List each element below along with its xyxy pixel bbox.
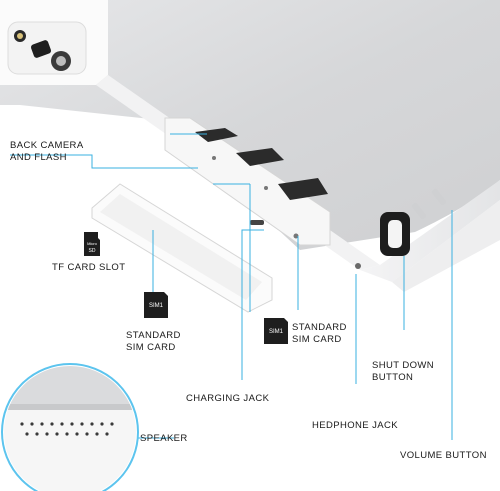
label-shut-down-button: SHUT DOWN BUTTON bbox=[372, 360, 435, 383]
svg-text:SIM1: SIM1 bbox=[269, 329, 284, 335]
sim-card-icon-right: SIM1 bbox=[264, 318, 288, 344]
label-standard-sim-right: STANDARD SIM CARD bbox=[292, 322, 347, 345]
micro-sd-card-icon: Micro SD bbox=[84, 232, 100, 256]
headphone-jack bbox=[355, 263, 361, 269]
label-charging-jack: CHARGING JACK bbox=[186, 393, 270, 404]
power-button bbox=[388, 220, 402, 248]
sim-slot-1 bbox=[236, 148, 284, 166]
label-hedphone-jack: HEDPHONE JACK bbox=[312, 420, 398, 431]
svg-text:SIM1: SIM1 bbox=[149, 303, 164, 309]
label-back-camera: BACK CAMERA AND FLASH bbox=[10, 140, 84, 163]
sim-slot-2 bbox=[278, 178, 328, 200]
label-speaker: SPEAKER bbox=[140, 433, 188, 444]
tablet-side-edge bbox=[360, 180, 500, 282]
label-standard-sim-left: STANDARD SIM CARD bbox=[126, 330, 181, 353]
svg-text:Micro: Micro bbox=[87, 241, 98, 246]
label-volume-button: VOLUME BUTTON bbox=[400, 450, 487, 461]
tf-slot bbox=[195, 128, 238, 142]
svg-text:SD: SD bbox=[89, 248, 96, 254]
callout-lines bbox=[10, 133, 453, 440]
tablet-back bbox=[0, 0, 500, 250]
charging-port bbox=[250, 220, 264, 225]
label-tf-card-slot: TF CARD SLOT bbox=[52, 262, 126, 273]
speaker-grille-icon bbox=[20, 422, 114, 436]
tablet-side-face bbox=[392, 200, 500, 292]
slot-bay bbox=[164, 117, 331, 246]
sim-card-icon: SIM1 bbox=[144, 292, 168, 318]
